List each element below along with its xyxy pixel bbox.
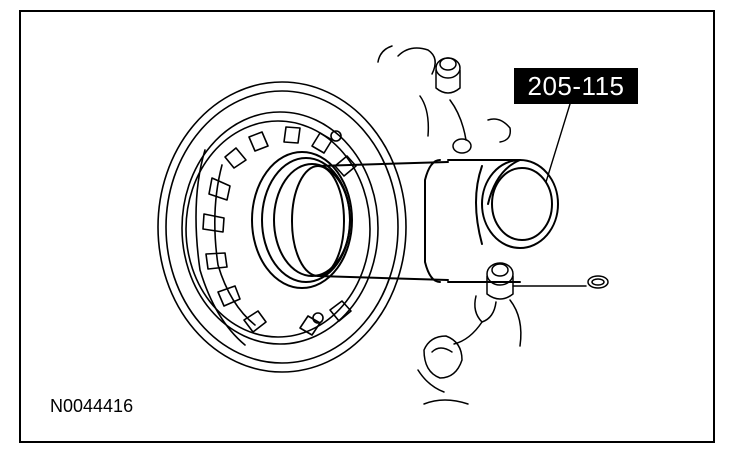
- figure-id: N0044416: [50, 396, 134, 416]
- installer-tool: [291, 159, 559, 283]
- upper-bolt-area: [377, 45, 512, 154]
- lower-bolt-area: [417, 262, 609, 405]
- tool-number-label: 205-115: [514, 68, 638, 104]
- backing-plate: [157, 81, 407, 373]
- hub-seal: [251, 151, 353, 289]
- callout-leader: [545, 103, 571, 183]
